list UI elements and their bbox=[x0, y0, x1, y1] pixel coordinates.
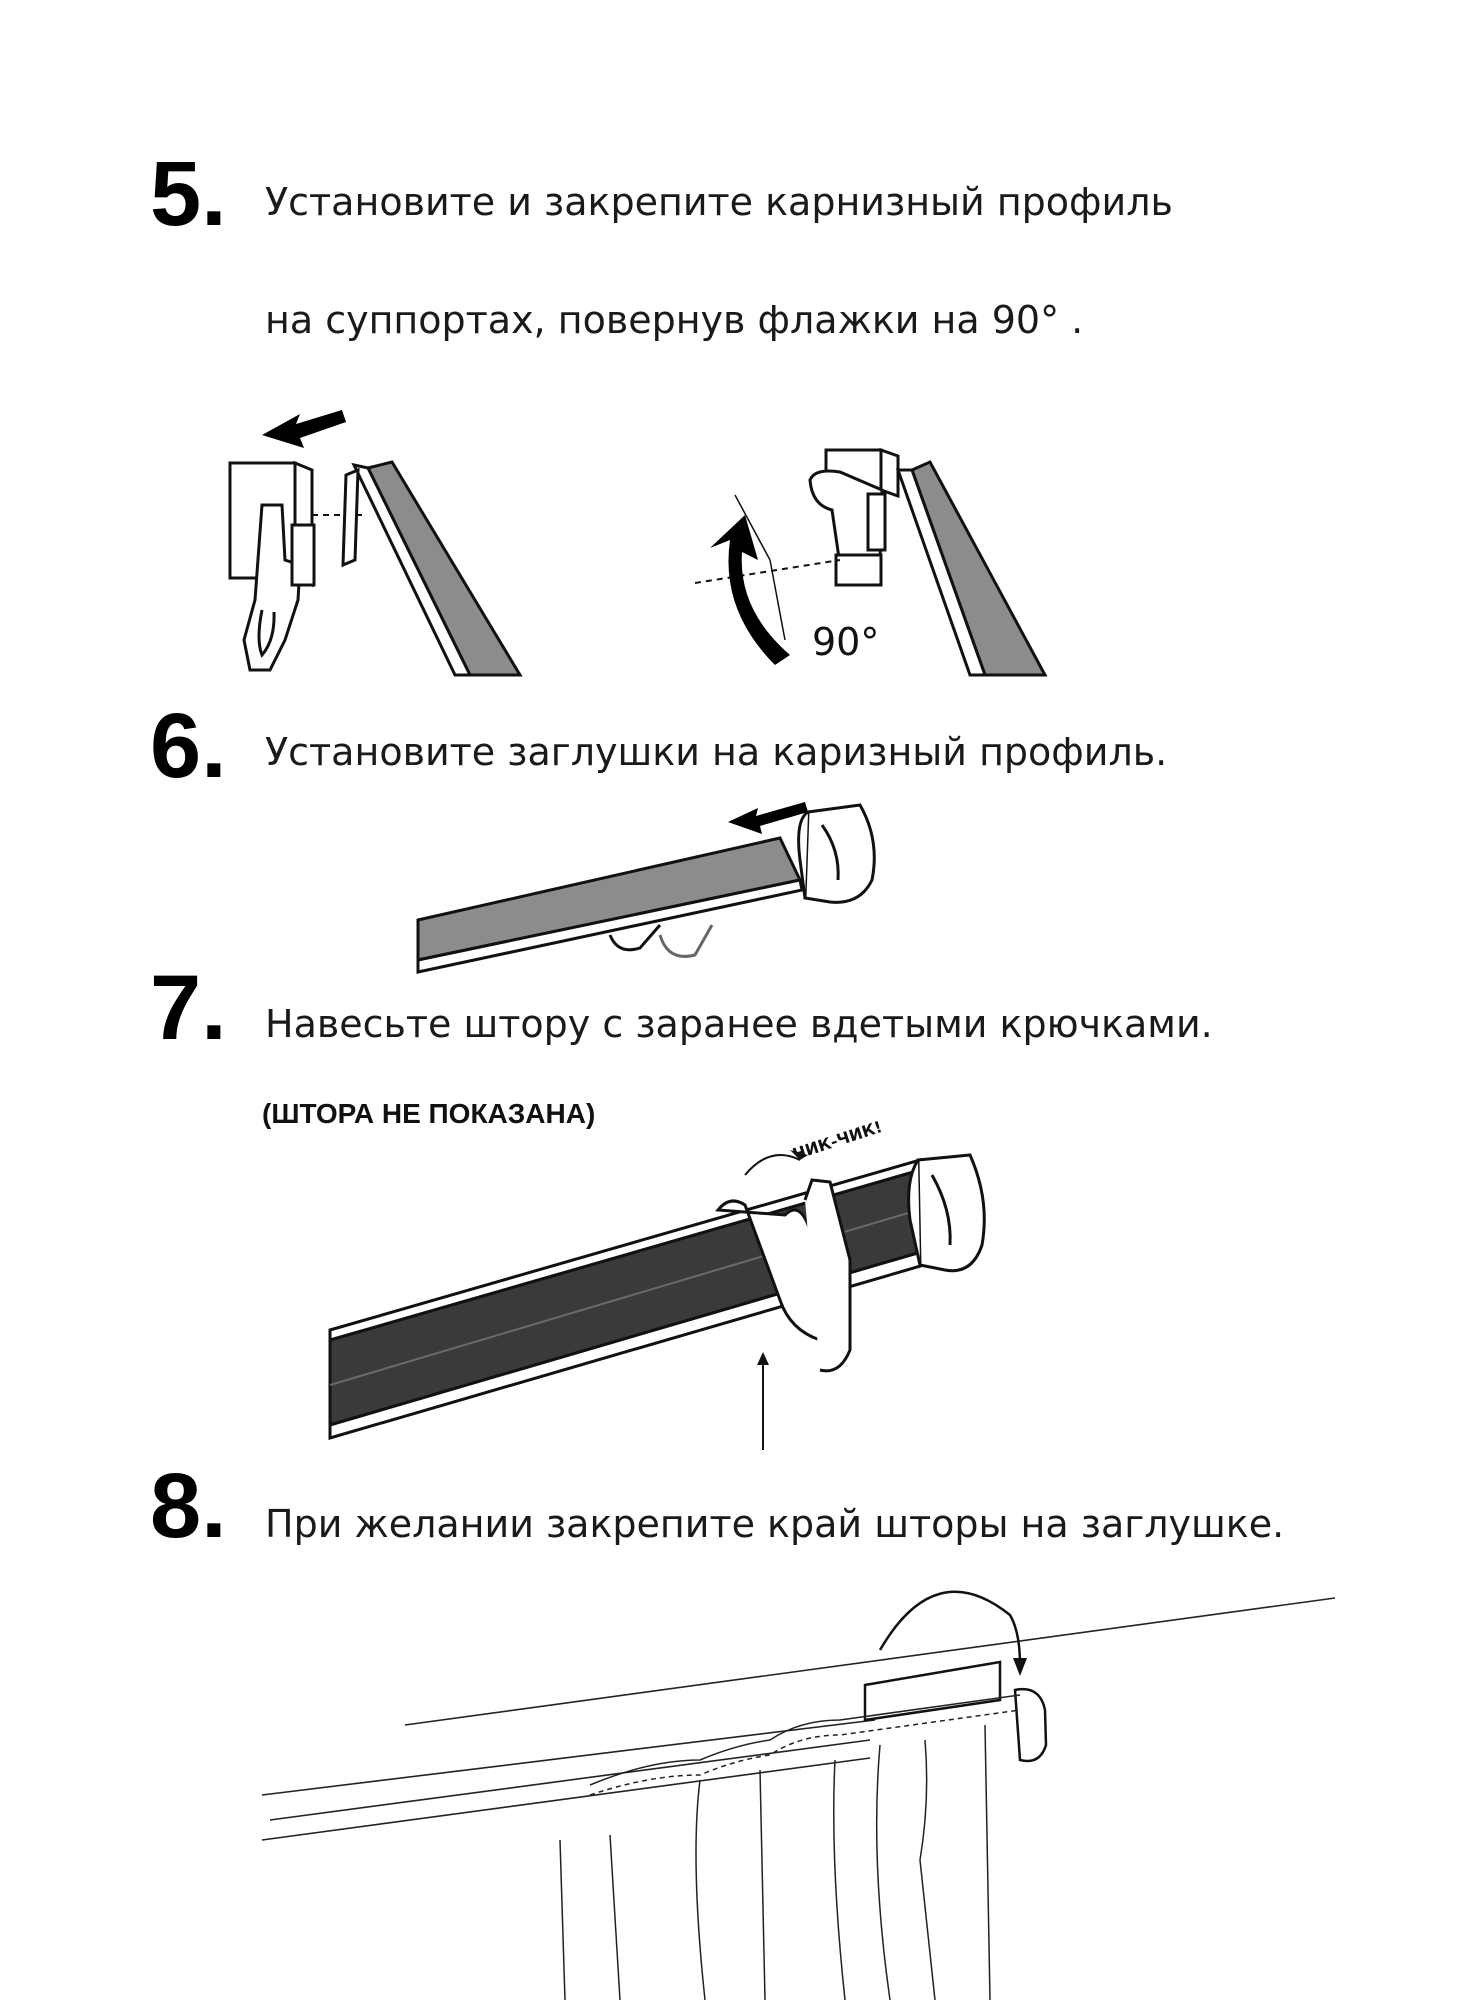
step-7-number: 7. bbox=[150, 957, 227, 1059]
fold-arrow bbox=[878, 1590, 1022, 1666]
step-8-text: При желании закрепите край шторы на загл… bbox=[265, 1502, 1285, 1546]
step-5-text-line-2: на суппортах, повернув флажки на 90° . bbox=[265, 298, 1084, 342]
angle-label: 90° bbox=[812, 620, 879, 664]
end-cap-curtain bbox=[863, 1660, 1048, 1763]
step-6-text: Установите заглушки на каризный профиль. bbox=[265, 730, 1168, 774]
profile-cap-bar bbox=[416, 836, 804, 974]
rail-top-line bbox=[261, 1719, 876, 1796]
rotate-arrow bbox=[710, 515, 790, 665]
move-left-arrow bbox=[262, 410, 346, 448]
end-cap-large bbox=[907, 1153, 986, 1273]
curtain-fabric bbox=[559, 1694, 1021, 2000]
profile-right bbox=[895, 460, 1048, 677]
end-cap bbox=[797, 803, 876, 904]
step-7-note: (ШТОРА НЕ ПОКАЗАНА) bbox=[262, 1098, 596, 1129]
rail-bottom-line bbox=[261, 1757, 871, 1841]
step-5-number: 5. bbox=[150, 143, 227, 245]
profile-left bbox=[341, 460, 523, 677]
step-8-number: 8. bbox=[150, 1455, 227, 1557]
ceiling-line bbox=[404, 1597, 1336, 1726]
cap-arrow bbox=[728, 802, 808, 834]
curtain-hooks bbox=[715, 1178, 852, 1373]
support-bracket-right bbox=[808, 447, 900, 587]
support-bracket-left bbox=[228, 460, 316, 672]
step-6-number: 6. bbox=[150, 695, 227, 797]
step-7-text: Навесьте штору с заранее вдетыми крючкам… bbox=[265, 1002, 1213, 1046]
step-5-text-line-1: Установите и закрепите карнизный профиль bbox=[265, 180, 1173, 224]
